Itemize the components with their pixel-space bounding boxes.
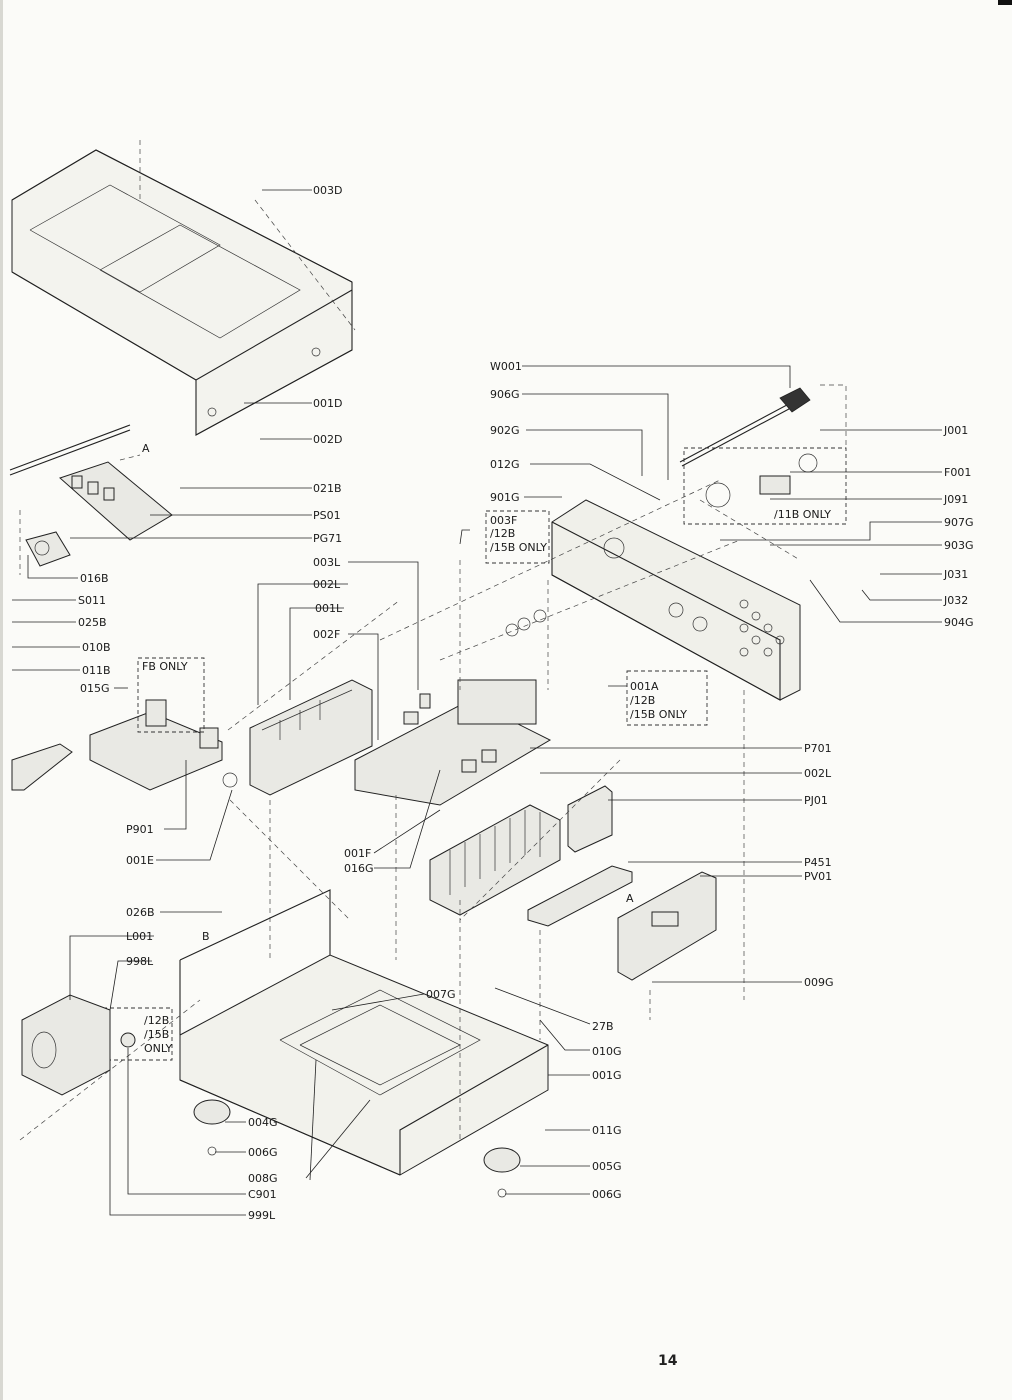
leader-lines bbox=[12, 189, 942, 1216]
part-label-002d: 002D bbox=[313, 433, 342, 446]
part-label-001f: 001F bbox=[344, 847, 371, 860]
part-label-11b-only: /11B ONLY bbox=[774, 508, 831, 521]
part-label-010g: 010G bbox=[592, 1045, 622, 1058]
part-label-12b-b: /12B bbox=[630, 694, 655, 707]
part-label-15b-a: /15B ONLY bbox=[490, 541, 547, 554]
part-label-016b: 016B bbox=[80, 572, 109, 585]
part-label-021b: 021B bbox=[313, 482, 342, 495]
part-label-904g: 904G bbox=[944, 616, 974, 629]
part-label-l001: L001 bbox=[126, 930, 153, 943]
part-label-010b: 010B bbox=[82, 641, 111, 654]
part-label-a-rear: A bbox=[626, 892, 634, 905]
part-label-026b: 026B bbox=[126, 906, 155, 919]
part-label-001d: 001D bbox=[313, 397, 342, 410]
heatsink-bracket-left bbox=[249, 679, 373, 796]
part-label-w001: W001 bbox=[490, 360, 522, 373]
part-label-002l-right: 002L bbox=[804, 767, 832, 780]
note-box-12b bbox=[95, 1007, 173, 1061]
chassis bbox=[179, 889, 549, 1176]
p451-board bbox=[527, 865, 633, 927]
part-label-pg71: PG71 bbox=[313, 532, 342, 545]
part-label-12b-a: /12B bbox=[490, 527, 515, 540]
part-label-011g: 011G bbox=[592, 1124, 622, 1137]
side-fragment bbox=[11, 743, 73, 791]
mains-cord bbox=[679, 387, 811, 467]
part-label-025b: 025B bbox=[78, 616, 107, 629]
fuse-board bbox=[89, 699, 238, 791]
part-label-15b-b: /15B ONLY bbox=[630, 708, 687, 721]
part-label-015g: 015G bbox=[80, 682, 110, 695]
part-label-a-left: A bbox=[142, 442, 150, 455]
part-label-c901: C901 bbox=[248, 1188, 277, 1201]
part-label-j032: J032 bbox=[943, 594, 968, 607]
part-label-27b: 27B bbox=[592, 1020, 614, 1033]
part-label-998l: 998L bbox=[126, 955, 154, 968]
pj01-board bbox=[567, 785, 613, 853]
part-label-011b: 011B bbox=[82, 664, 111, 677]
scan-edge bbox=[0, 0, 3, 1400]
part-label-only-c: ONLY bbox=[144, 1042, 173, 1055]
part-label-016g: 016G bbox=[344, 862, 374, 875]
washers bbox=[505, 609, 547, 637]
part-label-903g: 903G bbox=[944, 539, 974, 552]
part-label-001e: 001E bbox=[126, 854, 154, 867]
part-label-f001: F001 bbox=[944, 466, 971, 479]
part-label-p451: P451 bbox=[804, 856, 832, 869]
part-label-j031: J031 bbox=[943, 568, 968, 581]
part-label-s011: S011 bbox=[78, 594, 106, 607]
feet bbox=[193, 1099, 521, 1198]
part-label-002l-top: 002L bbox=[313, 578, 341, 591]
pv01-board bbox=[617, 871, 717, 981]
part-label-902g: 902G bbox=[490, 424, 520, 437]
top-cover bbox=[11, 140, 356, 436]
part-label-j091: J091 bbox=[943, 493, 968, 506]
part-label-001l: 001L bbox=[315, 602, 343, 615]
page-number: 14 bbox=[658, 1353, 678, 1369]
part-label-pj01: PJ01 bbox=[804, 794, 828, 807]
part-label-906g: 906G bbox=[490, 388, 520, 401]
transformer bbox=[21, 994, 136, 1096]
part-label-006g-right: 006G bbox=[592, 1188, 622, 1201]
part-label-009g: 009G bbox=[804, 976, 834, 989]
part-label-999l: 999L bbox=[248, 1209, 276, 1222]
rear-panel bbox=[551, 499, 801, 701]
part-label-p901: P901 bbox=[126, 823, 154, 836]
part-label-008g: 008G bbox=[248, 1172, 278, 1185]
part-label-004g: 004G bbox=[248, 1116, 278, 1129]
scan-mark bbox=[998, 0, 1012, 5]
part-label-012g: 012G bbox=[490, 458, 520, 471]
assembly-lines bbox=[19, 479, 801, 1141]
part-label-005g: 005G bbox=[592, 1160, 622, 1173]
part-label-pv01: PV01 bbox=[804, 870, 832, 883]
power-switch-assembly bbox=[9, 424, 173, 575]
part-label-003f: 003F bbox=[490, 514, 517, 527]
fuse-holder-parts bbox=[683, 384, 847, 525]
part-label-907g: 907G bbox=[944, 516, 974, 529]
part-label-001g: 001G bbox=[592, 1069, 622, 1082]
heatsink bbox=[429, 804, 561, 916]
note-box-003f bbox=[485, 510, 550, 564]
amplifier-board bbox=[354, 679, 552, 806]
part-label-003l: 003L bbox=[313, 556, 341, 569]
part-label-ps01: PS01 bbox=[313, 509, 341, 522]
part-label-fb-only: FB ONLY bbox=[142, 660, 188, 673]
part-label-j001: J001 bbox=[943, 424, 968, 437]
part-label-p701: P701 bbox=[804, 742, 832, 755]
part-label-b: B bbox=[202, 930, 210, 943]
part-label-15b-c: /15B bbox=[144, 1028, 169, 1041]
part-label-001a: 001A bbox=[630, 680, 659, 693]
part-label-003d: 003D bbox=[313, 184, 342, 197]
part-label-002f: 002F bbox=[313, 628, 340, 641]
part-label-12b-c: /12B bbox=[144, 1014, 169, 1027]
part-label-007g: 007G bbox=[426, 988, 456, 1001]
part-label-006g-left: 006G bbox=[248, 1146, 278, 1159]
part-label-901g: 901G bbox=[490, 491, 520, 504]
note-box-001a bbox=[626, 670, 708, 726]
